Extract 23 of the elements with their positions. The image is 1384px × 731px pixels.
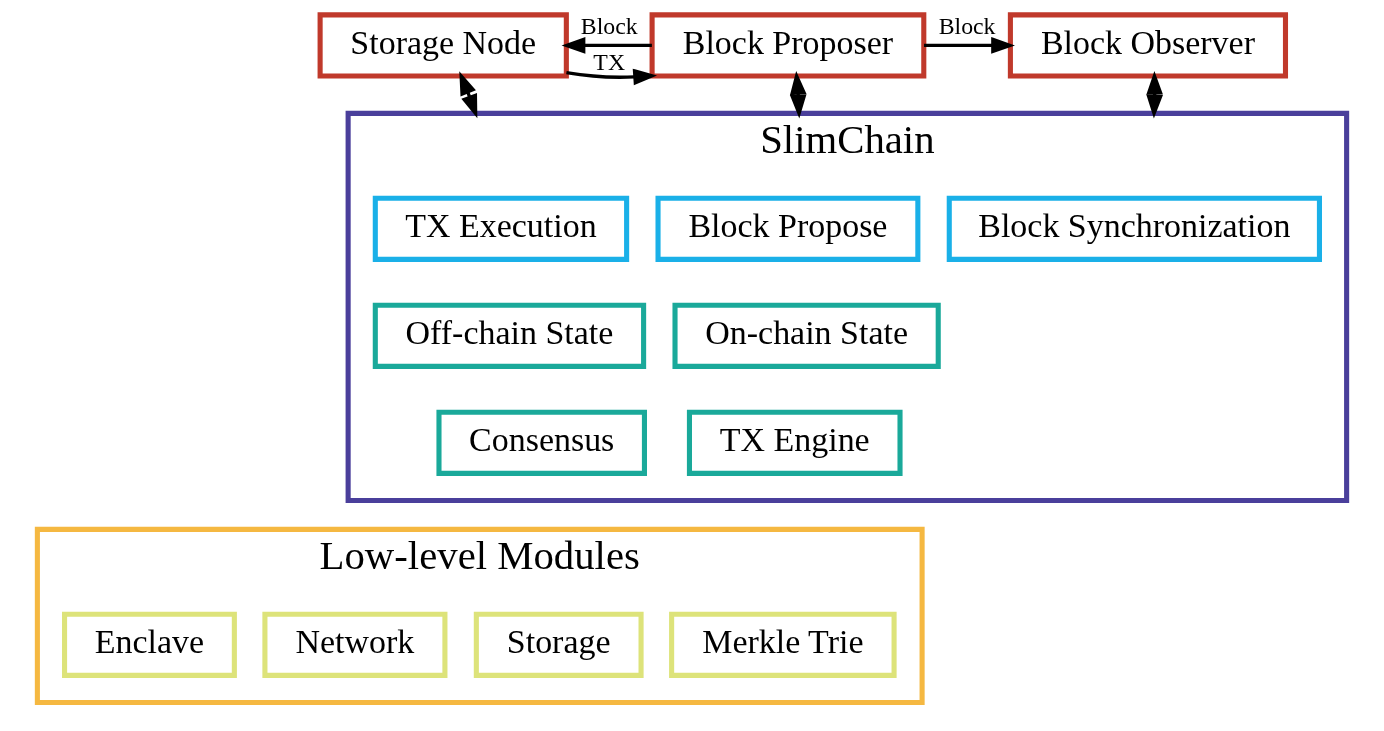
edge-label: Block (938, 12, 996, 39)
node-box: Storage Node (317, 12, 569, 79)
node-box: Block Synchronization (946, 195, 1322, 262)
edge-label: Block (580, 12, 638, 39)
arrow (561, 37, 652, 54)
node-box: TX Execution (372, 195, 630, 262)
node-box: Merkle Trie (669, 611, 897, 678)
node-box: Storage (473, 611, 644, 678)
node-box: Block Propose (655, 195, 921, 262)
arrow (1146, 70, 1163, 119)
node-box: TX Engine (686, 409, 903, 476)
arrow (789, 70, 807, 119)
node-box: Network (262, 611, 448, 678)
node-box: Block Observer (1007, 12, 1289, 79)
arrow (459, 71, 478, 119)
node-box: Off-chain State (372, 302, 647, 369)
edge-label: TX (593, 48, 626, 75)
arrow (924, 37, 1015, 54)
node-box: On-chain State (672, 302, 941, 369)
node-box: Consensus (436, 409, 647, 476)
arrow (566, 68, 658, 86)
node-box: Enclave (62, 611, 237, 678)
node-box: Block Proposer (649, 12, 927, 79)
